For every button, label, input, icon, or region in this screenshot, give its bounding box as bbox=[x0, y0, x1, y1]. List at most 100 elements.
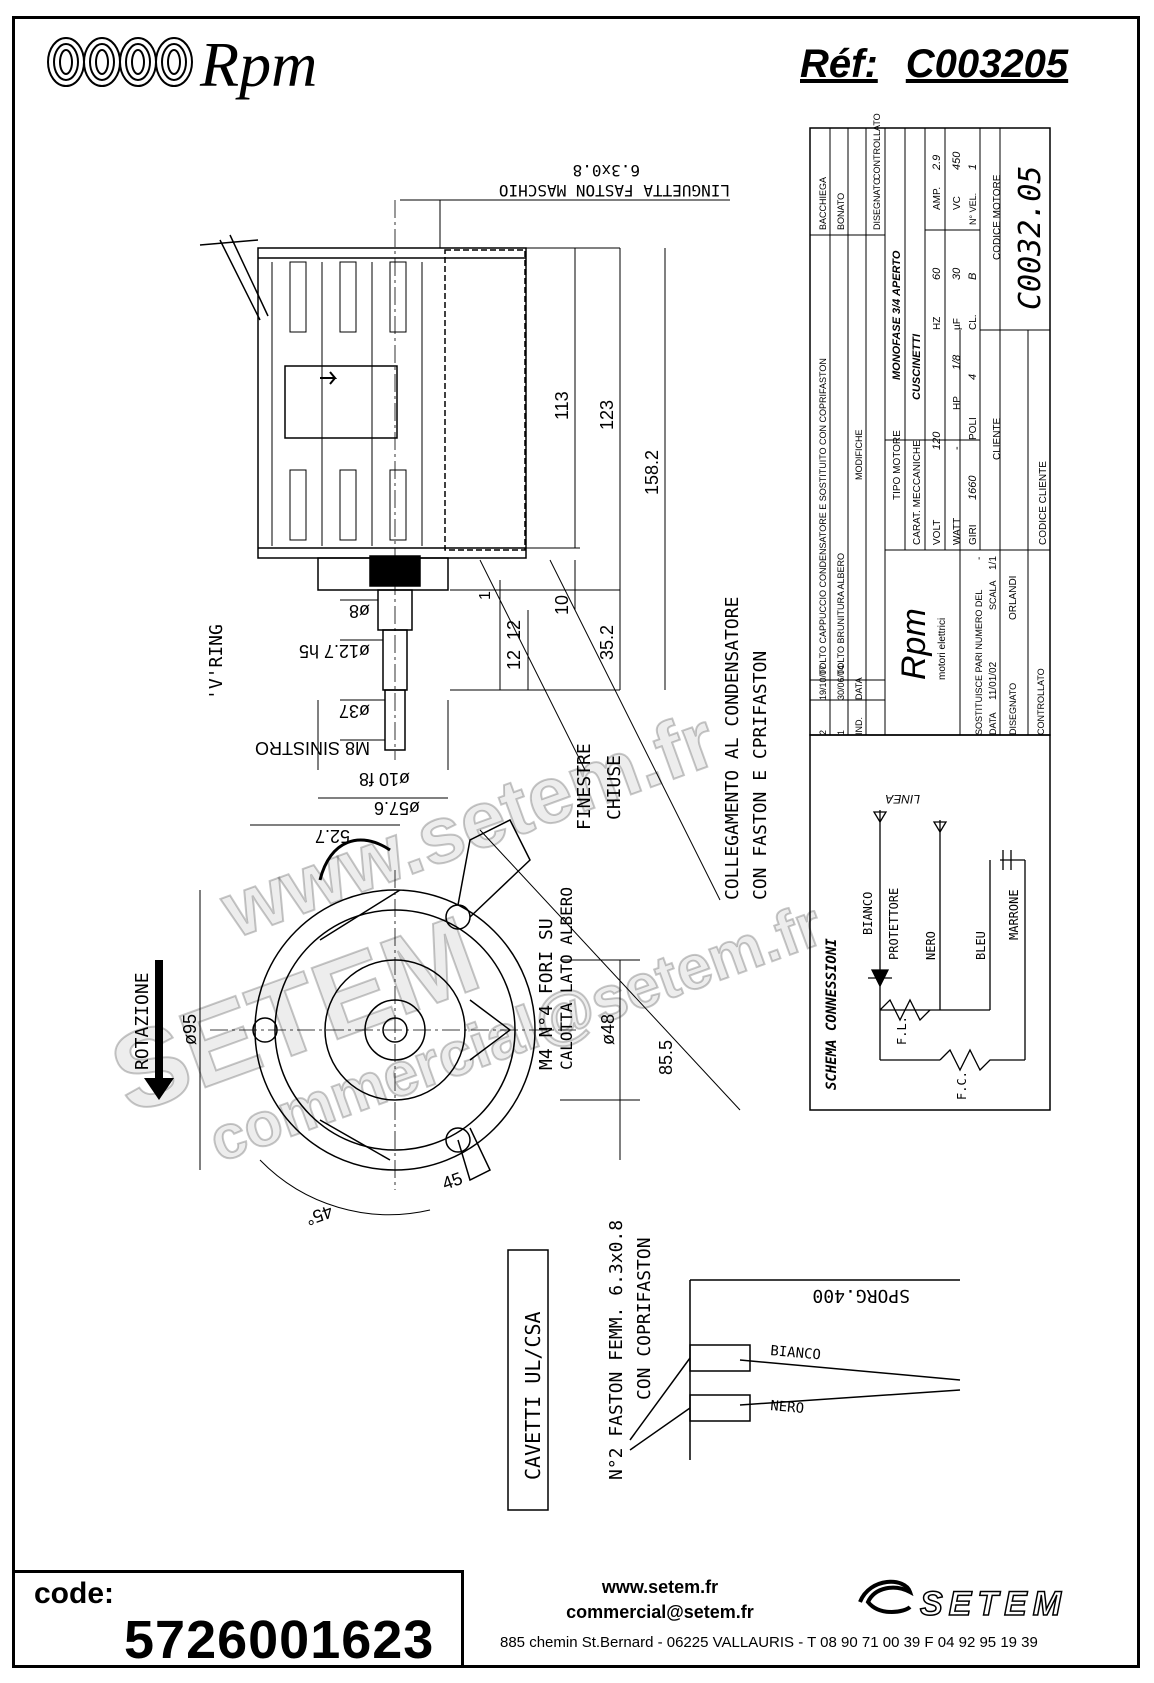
watt-label: WATT bbox=[952, 518, 963, 545]
drawing-frame bbox=[12, 16, 1140, 1668]
wiring-schema bbox=[868, 810, 1026, 1072]
vring-label: 'V'RING bbox=[206, 624, 227, 700]
vc-value: 450 bbox=[951, 151, 963, 170]
dim-phi8: ø8 bbox=[349, 601, 370, 621]
finestre-label: FINESTRE bbox=[574, 743, 595, 830]
rev2-ind: 2 bbox=[818, 730, 828, 735]
brand-text: Rpm bbox=[895, 608, 933, 680]
dim-113: 113 bbox=[552, 391, 572, 420]
dim-158: 158.2 bbox=[642, 450, 662, 495]
scala-label: SCALA bbox=[988, 580, 998, 610]
setem-logo: SETEM bbox=[919, 1584, 1068, 1624]
hp-value: 1/8 bbox=[951, 354, 963, 370]
data-label: DATA bbox=[854, 677, 864, 700]
cavetti-label: CAVETTI UL/CSA bbox=[521, 1311, 545, 1480]
dim-phi37: ø37 bbox=[339, 701, 370, 721]
m4-line2: CALOTTA LATO ALBERO bbox=[557, 887, 576, 1070]
hp-label: HP bbox=[952, 396, 963, 410]
nero-label: NERO bbox=[924, 931, 938, 960]
dim-45a: 45 bbox=[440, 1168, 466, 1194]
rev1-by: BONATO bbox=[836, 193, 846, 230]
wiring-schema-labels: SCHEMA CONNESSIONI LINEA BIANCO PROTETTO… bbox=[824, 792, 1021, 1100]
motor-side-view bbox=[199, 200, 527, 760]
dim-85: 85.5 bbox=[656, 1040, 676, 1075]
watt-value: - bbox=[951, 446, 963, 450]
volt-value: 120 bbox=[931, 431, 943, 450]
dim-phi10: ø10 f8 bbox=[359, 769, 410, 789]
rev2-by: BACCHIEGA bbox=[818, 177, 828, 230]
ind-label: IND. bbox=[854, 717, 864, 735]
cl-value: B bbox=[967, 273, 979, 280]
nvel-value: 1 bbox=[967, 164, 979, 170]
rotazione-label: ROTAZIONE bbox=[132, 972, 153, 1070]
poli-value: 4 bbox=[967, 374, 979, 380]
controllato-label: CONTROLLATO bbox=[1036, 668, 1046, 735]
hz-label: HZ bbox=[932, 317, 943, 330]
title-block-revisions: 2 19/10/07 TOLTO CAPPUCCIO CONDENSATORE … bbox=[818, 113, 882, 735]
dimension-lines bbox=[250, 199, 730, 901]
cliente-label: CLIENTE bbox=[992, 417, 1003, 460]
dim-phi57: ø57.6 bbox=[374, 798, 420, 818]
codice-cliente-label: CODICE CLIENTE bbox=[1038, 461, 1049, 545]
reference-number: Réf: C003205 bbox=[800, 42, 1096, 87]
code-box: code: 5726001623 bbox=[14, 1570, 464, 1670]
giri-value: 1660 bbox=[967, 475, 979, 500]
email-link[interactable]: commercial@setem.fr bbox=[566, 1602, 754, 1622]
disegnato-header: DISEGNATO bbox=[872, 178, 882, 230]
rotation-arrow bbox=[144, 960, 174, 1100]
modifiche-label: MODIFICHE bbox=[854, 430, 864, 481]
rpm-coil-logo bbox=[47, 37, 193, 87]
dim-10: 10 bbox=[552, 595, 572, 615]
carat-label: CARAT. MECCANICHE bbox=[912, 440, 923, 545]
ref-value: C003205 bbox=[905, 42, 1069, 86]
m4-line1: M4 N°4 FORI SU bbox=[536, 918, 557, 1070]
rev1-text: TOLTO BRUNITURA ALBERO bbox=[836, 553, 846, 675]
bianco-wire-label: BIANCO bbox=[770, 1343, 822, 1363]
data-field-value: 11/01/02 bbox=[988, 661, 999, 700]
marrone-label: MARRONE bbox=[1007, 889, 1021, 940]
uf-label: µF bbox=[952, 318, 963, 330]
contact-block: www.setem.fr commercial@setem.fr bbox=[520, 1575, 800, 1625]
tipo-motore-value: MONOFASE 3/4 APERTO bbox=[891, 250, 903, 380]
motor-front-view bbox=[210, 818, 580, 1190]
rev1-ind: 1 bbox=[836, 730, 846, 735]
scala-value: 1/1 bbox=[988, 556, 999, 570]
linea-label: LINEA bbox=[885, 792, 920, 806]
rev1-date: 30/06/04 bbox=[836, 665, 846, 700]
dim-12b: 12 bbox=[504, 650, 524, 670]
title-block-frame bbox=[809, 127, 1051, 1111]
dim-phi48: ø48 bbox=[598, 1014, 618, 1045]
website-link[interactable]: www.setem.fr bbox=[601, 1577, 719, 1597]
cable-detail bbox=[507, 1249, 961, 1511]
collegamento-line2: CON FASTON E CPRIFASTON bbox=[750, 651, 771, 900]
amp-label: AMP. bbox=[932, 187, 943, 210]
sporg-label: SPORG.400 bbox=[812, 1285, 910, 1306]
schema-title: SCHEMA CONNESSIONI bbox=[824, 938, 840, 1090]
disegnato-value: ORLANDI bbox=[1008, 576, 1019, 620]
dim-45b: 45° bbox=[303, 1201, 335, 1229]
rpm-logo-text: Rpm bbox=[200, 29, 318, 100]
rev2-text: TOLTO CAPPUCCIO CONDENSATORE E SOSTITUIT… bbox=[818, 358, 828, 675]
brand-sub: motori elettrici bbox=[937, 618, 948, 680]
ref-label: Réf: bbox=[800, 42, 878, 86]
front-dimensions bbox=[199, 829, 741, 1216]
address-line: 885 chemin St.Bernard - 06225 VALLAURIS … bbox=[500, 1634, 1038, 1651]
carat-value: CUSCINETTI bbox=[911, 333, 923, 400]
cl-label: CL. bbox=[968, 314, 979, 330]
faston-male-size: 6.3x0.8 bbox=[573, 161, 640, 180]
faston-fem-line2: CON COPRIFASTON bbox=[634, 1237, 655, 1400]
volt-label: VOLT bbox=[932, 520, 943, 545]
code-value: 5726001623 bbox=[124, 1610, 435, 1670]
dim-1: 1 bbox=[477, 591, 494, 600]
dim-phi95: ø95 bbox=[180, 1014, 200, 1045]
codice-motore-label: CODICE MOTORE bbox=[992, 174, 1003, 260]
data-field-label: DATA bbox=[988, 712, 998, 735]
faston-male-label: LINGUETTA FASTON MASCHIO bbox=[499, 181, 730, 200]
rev2-date: 19/10/07 bbox=[818, 665, 828, 700]
amp-value: 2.9 bbox=[931, 155, 943, 171]
codice-motore-value: C0032.05 bbox=[1013, 166, 1048, 311]
disegnato-label: DISEGNATO bbox=[1008, 683, 1018, 735]
protettore-label: PROTETTORE bbox=[887, 888, 901, 960]
fc-label: F.C. bbox=[955, 1071, 969, 1100]
